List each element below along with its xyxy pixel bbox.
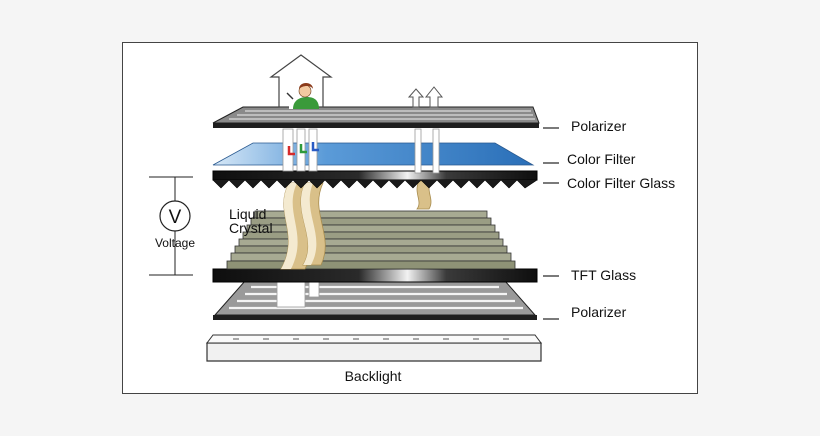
lcd-diagram-svg: V Voltage Liquid Crystal Polarizer Color…	[149, 54, 676, 384]
tft-glass-layer	[212, 268, 538, 283]
voltage-indicator: V Voltage	[149, 176, 195, 276]
light-up-arrows	[407, 86, 444, 108]
liquid-crystal-layer	[226, 210, 516, 270]
polarizer-bottom-layer	[213, 280, 537, 320]
liquid-label: Liquid	[229, 206, 266, 222]
label-tft-glass: TFT Glass	[571, 267, 636, 283]
label-backlight: Backlight	[345, 368, 402, 384]
label-polarizer-bottom: Polarizer	[571, 304, 627, 320]
label-color-filter-glass: Color Filter Glass	[567, 175, 675, 191]
voltage-circle	[159, 200, 191, 232]
voltage-label: Voltage	[155, 236, 195, 250]
label-polarizer-top: Polarizer	[571, 118, 627, 134]
layer-labels: Polarizer Color Filter Color Filter Glas…	[345, 118, 676, 384]
lcd-layers-diagram: V Voltage Liquid Crystal Polarizer Color…	[122, 42, 698, 394]
twisted-crystal-columns	[280, 180, 432, 270]
crystal-label: Crystal	[229, 220, 273, 236]
backlight-layer	[206, 334, 542, 362]
voltage-symbol: V	[169, 207, 182, 228]
color-filter-glass-layer	[212, 170, 538, 189]
color-filter-layer	[212, 142, 535, 166]
label-color-filter: Color Filter	[567, 151, 636, 167]
polarizer-top-layer	[212, 106, 540, 128]
viewer-house-arrow	[269, 54, 333, 109]
rgb-subpixel-marks	[287, 142, 319, 156]
viewer-person-icon	[286, 83, 319, 109]
